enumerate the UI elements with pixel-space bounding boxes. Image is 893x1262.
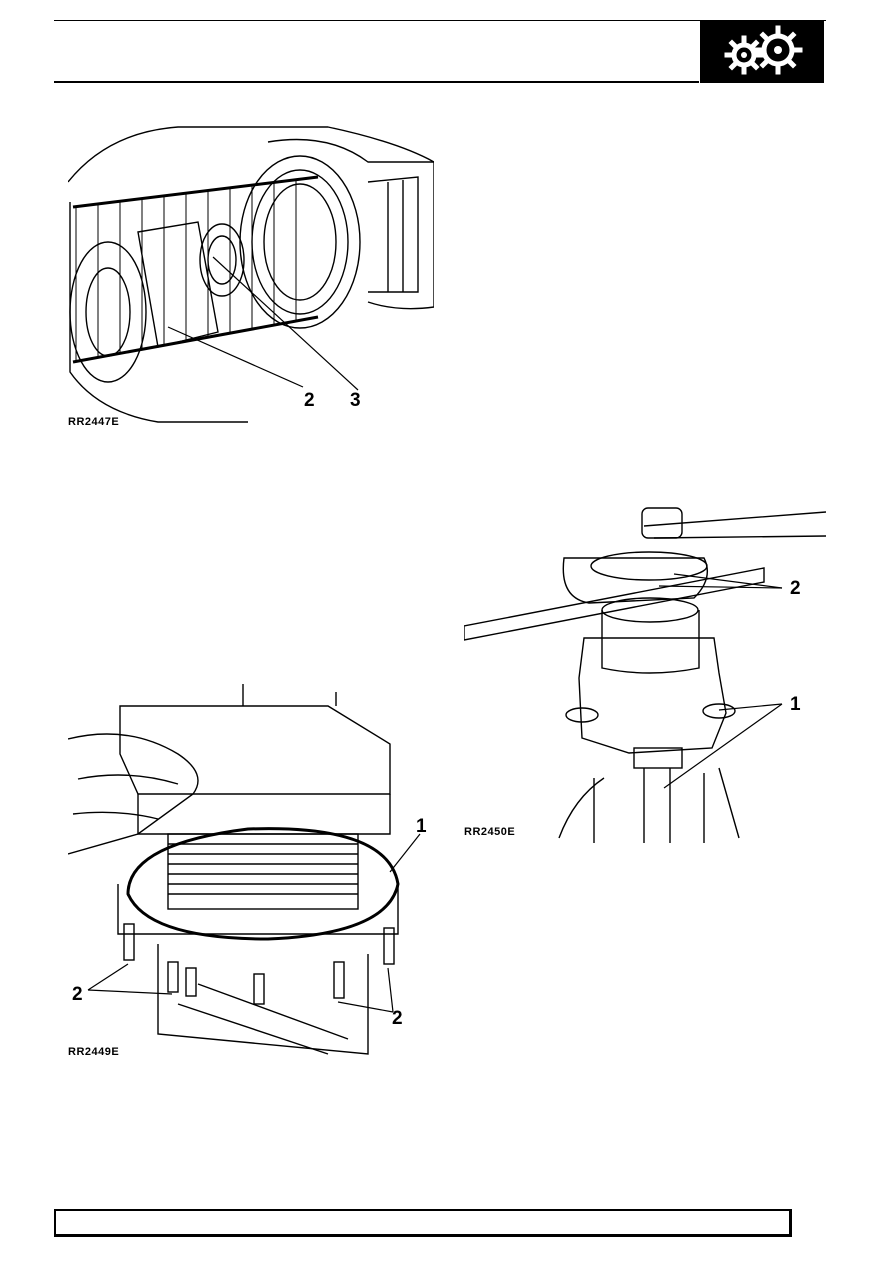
gears-icon xyxy=(724,25,803,75)
figure-ref: RR2450E xyxy=(464,826,516,838)
section-badge xyxy=(700,20,824,83)
callout-3: 3 xyxy=(350,390,361,411)
illustration-transfer-chain xyxy=(68,126,434,423)
illustration-output-housing xyxy=(464,507,826,843)
callout-2-left: 2 xyxy=(72,984,83,1005)
callout-2-right: 2 xyxy=(392,1008,403,1029)
illustration-rear-case-removal xyxy=(68,684,421,1055)
figure-rr2449e: 1 2 2 RR2449E xyxy=(68,684,438,1062)
figure-ref: RR2447E xyxy=(68,416,120,428)
callout-1: 1 xyxy=(416,816,427,837)
header-rule-bottom xyxy=(54,81,699,83)
figure-rr2450e: 2 1 RR2450E xyxy=(464,498,826,843)
callout-2: 2 xyxy=(304,390,315,411)
footer-box xyxy=(54,1209,792,1237)
figure-ref: RR2449E xyxy=(68,1046,120,1058)
header-rule-top xyxy=(54,20,826,21)
callout-1: 1 xyxy=(790,694,801,715)
callout-2: 2 xyxy=(790,578,801,599)
figure-rr2447e: 2 3 RR2447E xyxy=(68,122,434,432)
